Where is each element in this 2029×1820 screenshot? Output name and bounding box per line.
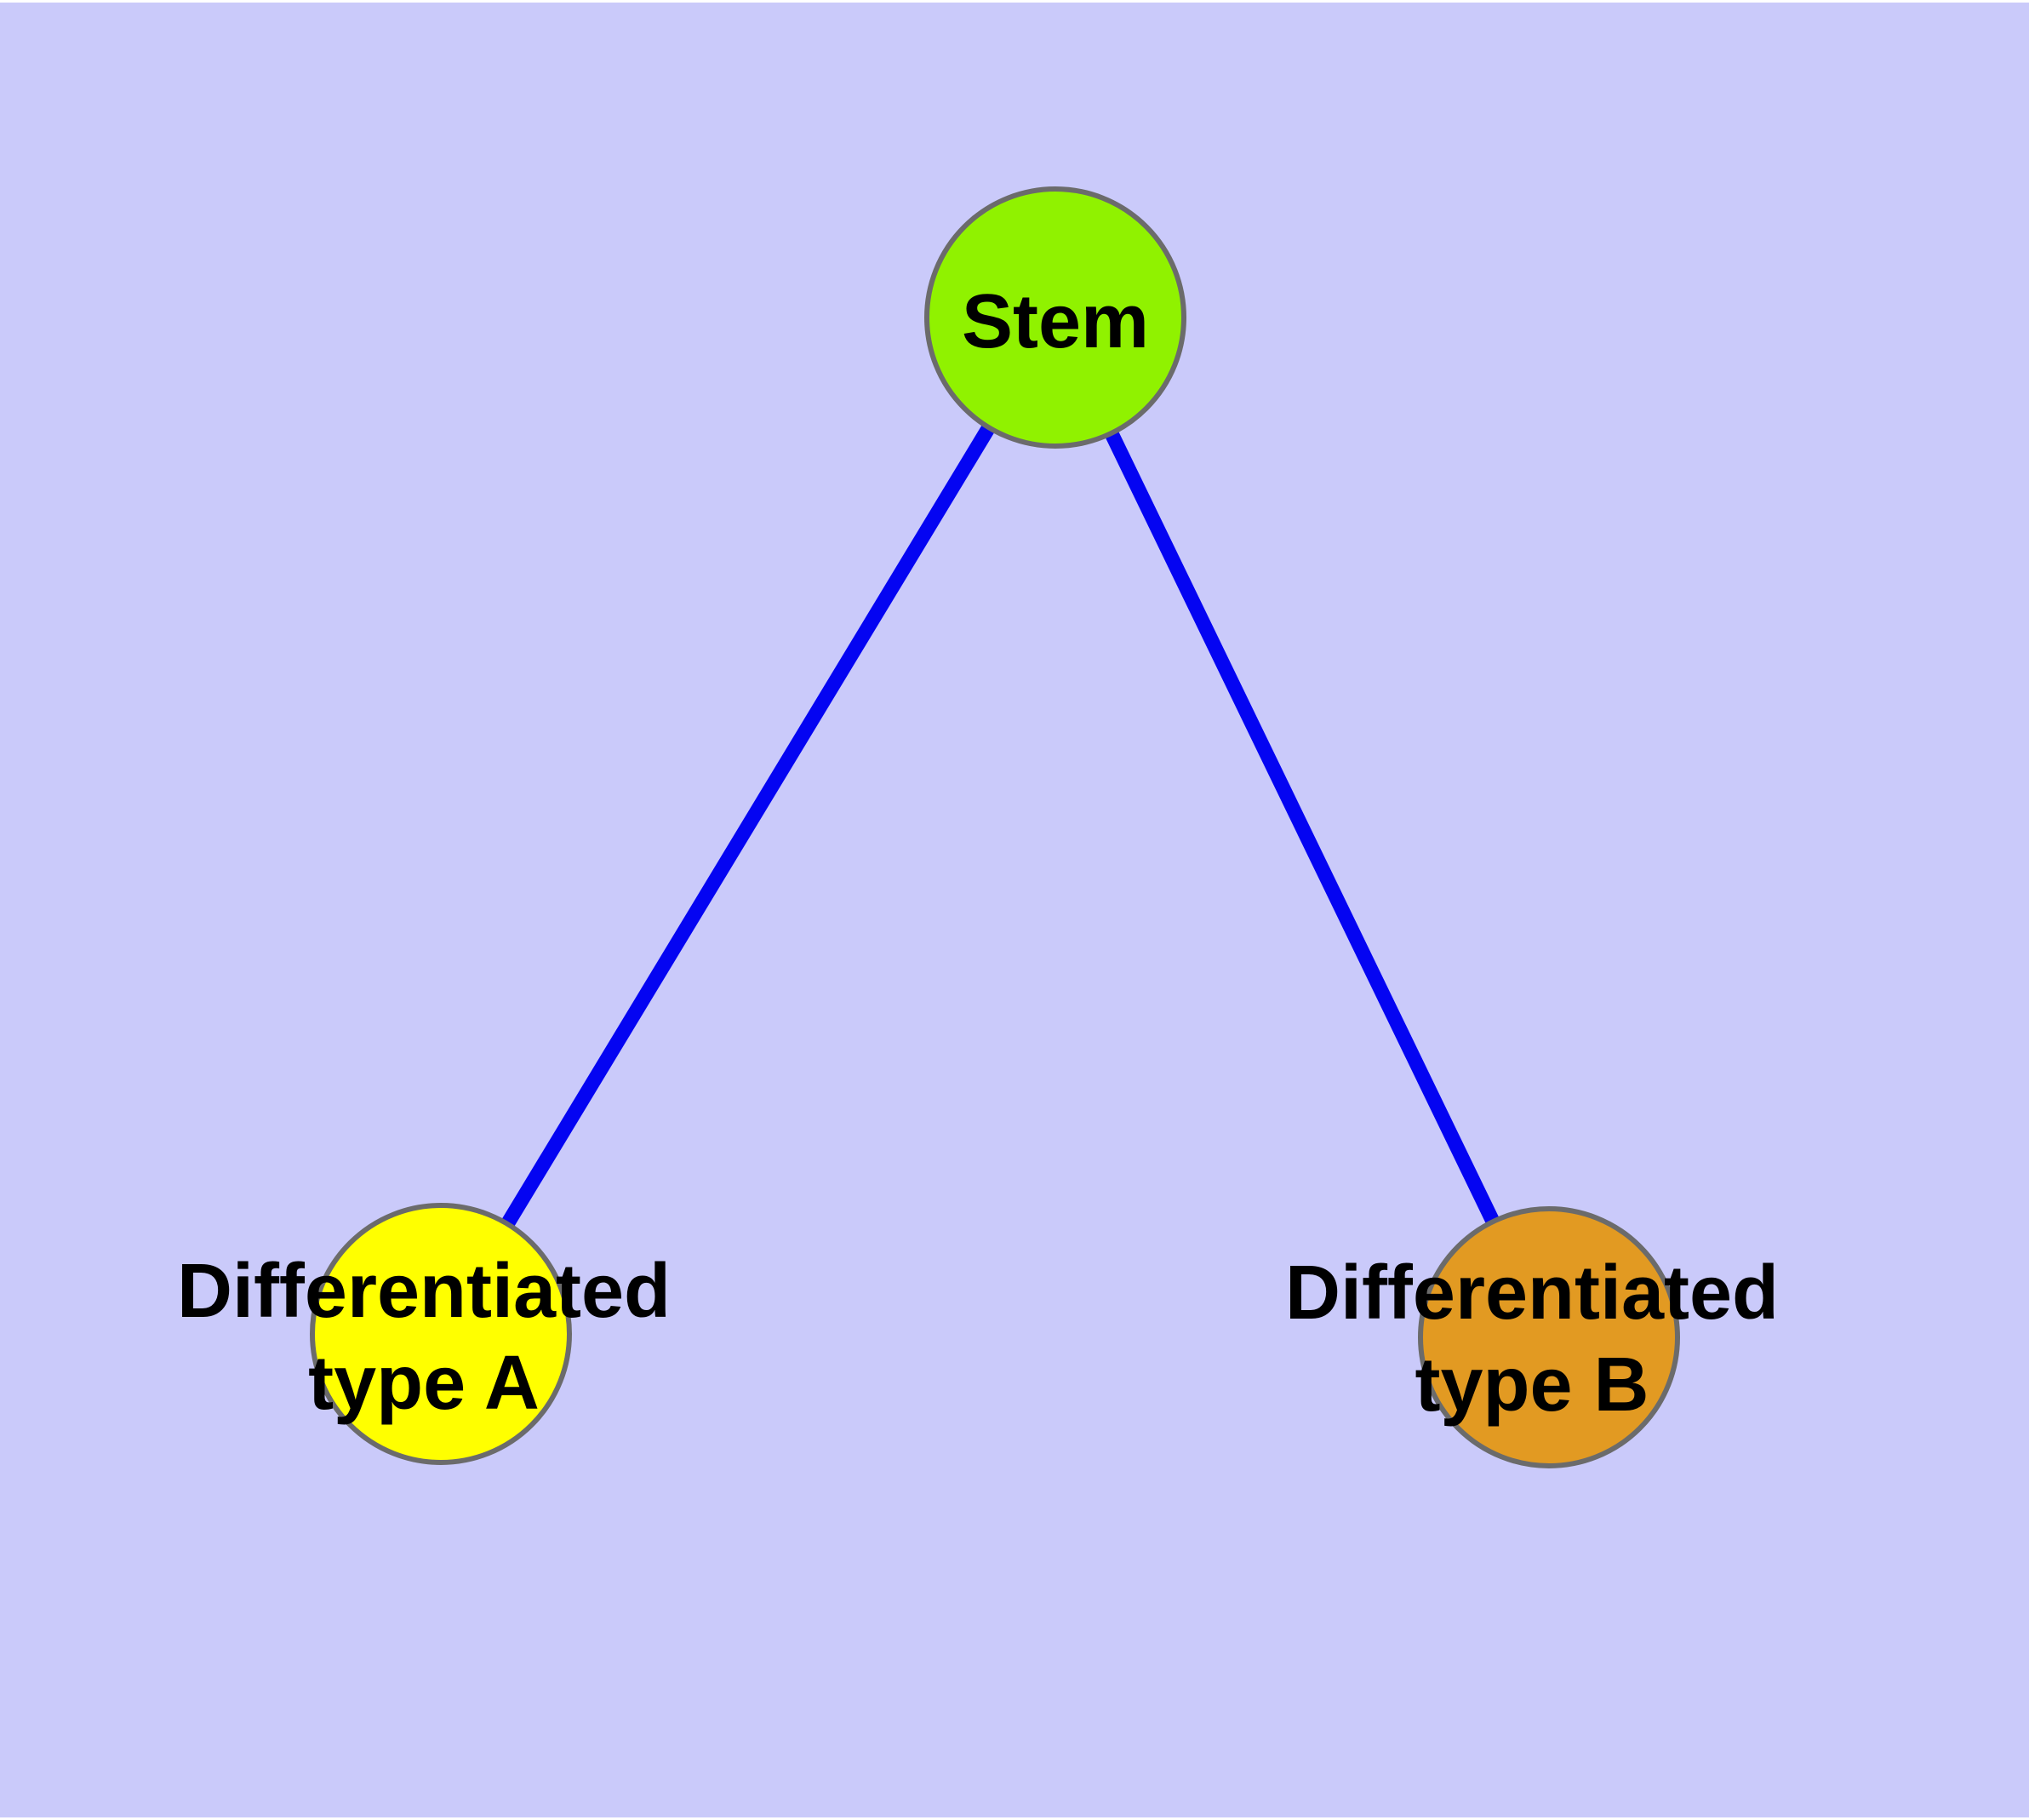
edge-stem-to-type-a	[434, 313, 1062, 1338]
differentiated-type-a-node	[310, 1203, 572, 1465]
stem-node-label: Stem	[962, 279, 1149, 364]
type-a-node-label-line2: type A	[308, 1341, 540, 1426]
edge-stem-to-type-b	[1049, 314, 1556, 1341]
differentiated-type-b-node	[1418, 1206, 1680, 1468]
type-a-node-label-line1: Differentiated	[177, 1249, 671, 1334]
stem-node	[924, 186, 1186, 449]
type-b-node-label-line1: Differentiated	[1285, 1251, 1779, 1336]
type-b-node-label-line2: type B	[1415, 1342, 1649, 1428]
